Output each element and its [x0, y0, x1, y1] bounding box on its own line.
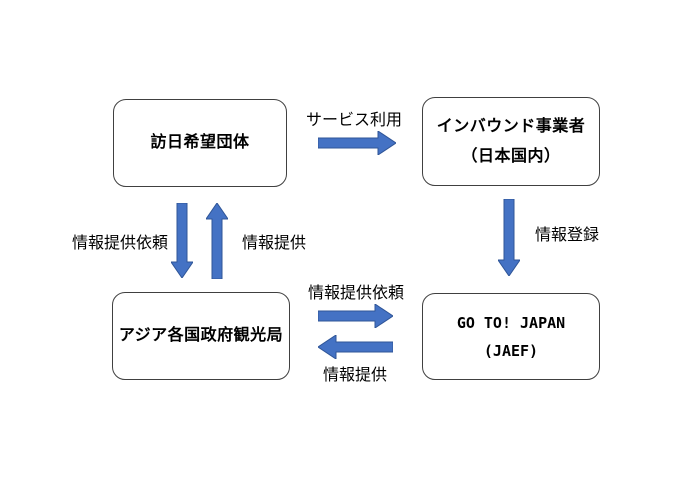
edge-label-info-register: 情報登録 [534, 225, 600, 244]
arrow-info-provide-up-icon [206, 203, 228, 279]
node-visit-groups: 訪日希望団体 [113, 99, 287, 187]
arrow-info-request-down-icon [171, 203, 193, 278]
edge-label-info-request-bottom: 情報提供依頼 [307, 283, 405, 302]
node-asia-tourism-boards: アジア各国政府観光局 [112, 292, 290, 380]
arrow-service-use-right-icon [318, 131, 396, 155]
node-inbound-operators: インバウンド事業者 （日本国内） [422, 97, 600, 186]
edge-label-info-provide-bottom: 情報提供 [322, 365, 388, 384]
arrow-info-provide-left-icon [318, 335, 393, 359]
node-inbound-operators-line1: インバウンド事業者 [436, 117, 586, 135]
node-asia-tourism-boards-label: アジア各国政府観光局 [118, 327, 284, 344]
node-go-to-japan: GO TO! JAPAN (JAEF) [422, 293, 600, 380]
node-visit-groups-label: 訪日希望団体 [150, 134, 250, 151]
arrow-info-register-down-icon [498, 199, 520, 276]
node-go-to-japan-line2: (JAEF) [483, 341, 539, 360]
node-inbound-operators-line2: （日本国内） [461, 147, 561, 165]
edge-label-info-request-left: 情報提供依頼 [71, 233, 169, 252]
arrow-info-request-right-icon [318, 304, 393, 328]
edge-label-service-use: サービス利用 [305, 110, 403, 129]
node-go-to-japan-line1: GO TO! JAPAN [456, 313, 566, 332]
edge-label-info-provide-left: 情報提供 [241, 233, 307, 252]
